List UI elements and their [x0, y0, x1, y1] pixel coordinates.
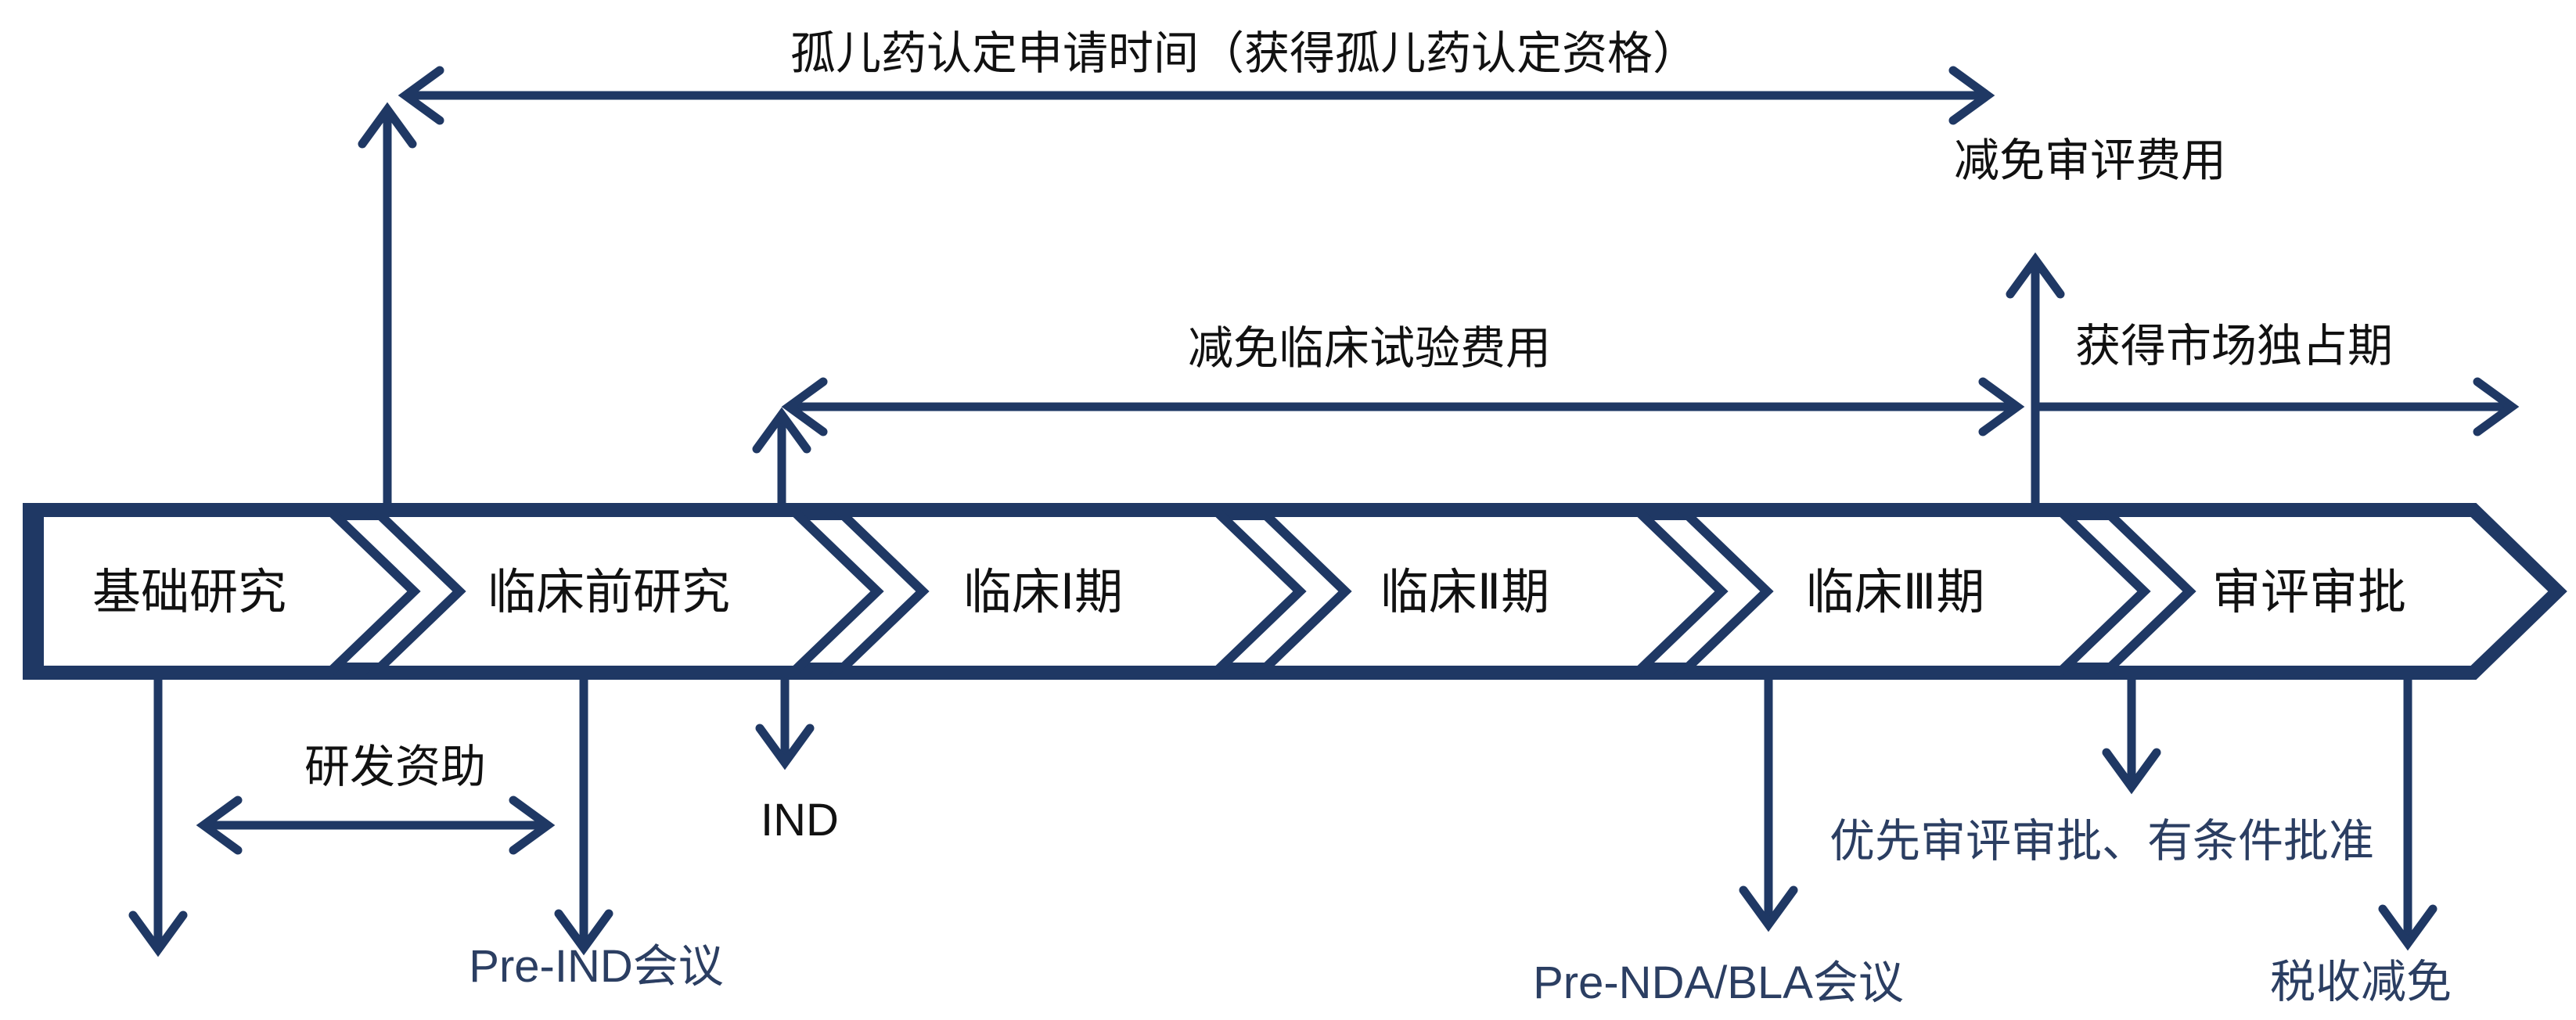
stage-chevron-basic-research: [34, 508, 421, 675]
label-review-fee-waiver: 减免审评费用: [1954, 135, 2226, 186]
stage-chevron-preclinical: [365, 508, 884, 675]
stage-label-phase3: 临床Ⅲ期: [1806, 566, 1985, 620]
stage-label-phase1: 临床Ⅰ期: [963, 566, 1123, 620]
label-clinical-trial-fee-waiver: 减免临床试验费用: [1188, 323, 1551, 374]
stage-label-preclinical: 临床前研究: [487, 566, 730, 620]
label-pre-nda-bla-meeting: Pre-NDA/BLA会议: [1533, 957, 1904, 1008]
label-priority-review: 优先审评审批、有条件批准: [1829, 816, 2374, 867]
label-pre-ind-meeting: Pre-IND会议: [469, 941, 723, 992]
stage-chevron-phase1: [829, 508, 1307, 675]
stage-label-phase2: 临床Ⅱ期: [1380, 566, 1550, 620]
label-rd-funding: 研发资助: [304, 742, 486, 792]
label-tax-relief: 税收减免: [2270, 957, 2452, 1007]
title-orphan-drug-designation-period: 孤儿药认定申请时间（获得孤儿药认定资格）: [790, 28, 1698, 79]
label-market-exclusivity: 获得市场独占期: [2075, 321, 2393, 372]
stage-chevron-phase3: [1673, 508, 2151, 675]
stage-label-basic-research: 基础研究: [92, 566, 286, 620]
stage-chevron-phase2: [1251, 508, 1729, 675]
stage-label-review-approval: 审评审批: [2212, 566, 2406, 620]
label-ind: IND: [761, 795, 839, 846]
stage-chevron-review-approval: [2096, 508, 2562, 675]
